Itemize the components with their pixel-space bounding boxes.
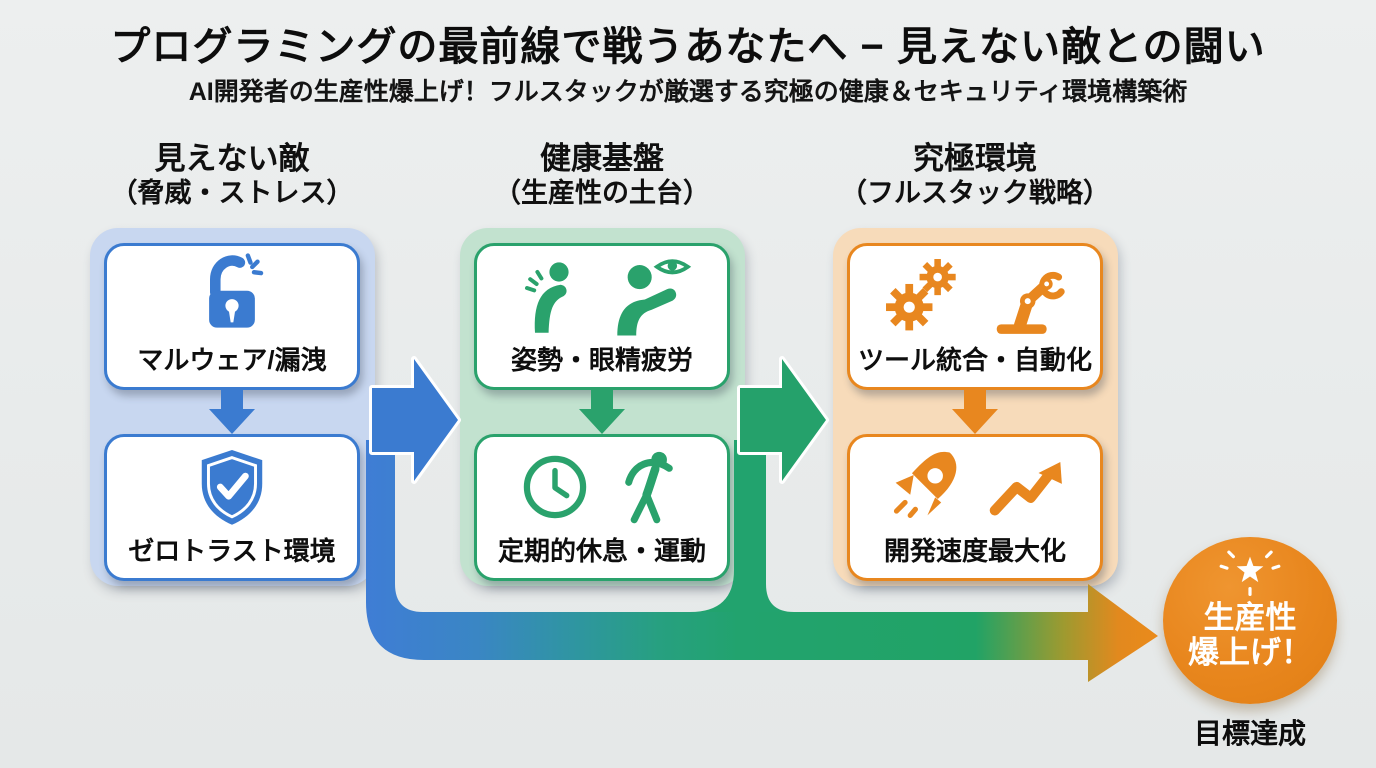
column-heading: 究極環境	[913, 141, 1037, 176]
card-label: ツール統合・自動化	[857, 345, 1092, 375]
goal-caption: 目標達成	[1193, 718, 1306, 749]
stretching-person-icon	[625, 451, 673, 523]
goal-text: 生産性 爆上げ！	[1163, 600, 1337, 670]
card-label: 姿勢・眼精疲労	[510, 345, 693, 375]
column-subheading: （生産性の土台）	[494, 178, 710, 208]
column-header-health: 健康基盤 （生産性の土台）	[432, 141, 772, 210]
goal-circle: 生産性 爆上げ！	[1163, 537, 1337, 704]
broken-lock-icon	[209, 252, 264, 328]
card-rest-exercise: 定期的休息・運動	[474, 434, 730, 581]
sparkle-star-icon	[1219, 550, 1281, 597]
card-icons	[107, 252, 357, 339]
shield-check-icon	[201, 449, 263, 525]
flow-arrow-green	[737, 356, 829, 484]
eye-strain-person-icon	[617, 258, 692, 336]
card-tools-automation: ツール統合・自動化	[847, 243, 1103, 390]
clock-icon	[523, 455, 587, 518]
card-icons	[850, 252, 1100, 339]
page-title: プログラミングの最前線で戦うあなたへ − 見えない敵との闘い	[110, 25, 1266, 69]
card-dev-speed: 開発速度最大化	[847, 434, 1103, 581]
page-subtitle: AI開発者の生産性爆上げ！フルスタックが厳選する究極の健康＆セキュリティ環境構築…	[188, 78, 1188, 106]
flow-arrow-blue	[369, 356, 461, 484]
column-subheading: （脅威・ストレス）	[110, 178, 354, 208]
column-header-threats: 見えない敵 （脅威・ストレス）	[62, 141, 402, 210]
card-icons	[107, 443, 357, 530]
rocket-icon	[893, 451, 957, 518]
card-label: マルウェア/漏洩	[137, 345, 327, 375]
goal-line2: 爆上げ！	[1188, 635, 1312, 670]
card-zero-trust: ゼロトラスト環境	[104, 434, 360, 581]
card-label: ゼロトラスト環境	[128, 536, 336, 566]
goal-line1: 生産性	[1203, 600, 1297, 635]
hunched-person-icon	[525, 261, 569, 333]
card-icons	[850, 443, 1100, 530]
column-header-environment: 究極環境 （フルスタック戦略）	[805, 141, 1145, 210]
card-label: 定期的休息・運動	[497, 536, 706, 566]
card-malware-leak: マルウェア/漏洩	[104, 243, 360, 390]
robot-arm-icon	[996, 271, 1065, 334]
card-posture-eyestrain: 姿勢・眼精疲労	[474, 243, 730, 390]
column-heading: 健康基盤	[540, 141, 664, 176]
card-icons	[477, 252, 727, 339]
column-subheading: （フルスタック戦略）	[840, 178, 1110, 208]
growth-arrow-icon	[989, 461, 1062, 515]
card-label: 開発速度最大化	[883, 536, 1066, 566]
gears-icon	[886, 258, 956, 330]
column-heading: 見えない敵	[154, 141, 310, 176]
card-icons	[477, 443, 727, 530]
